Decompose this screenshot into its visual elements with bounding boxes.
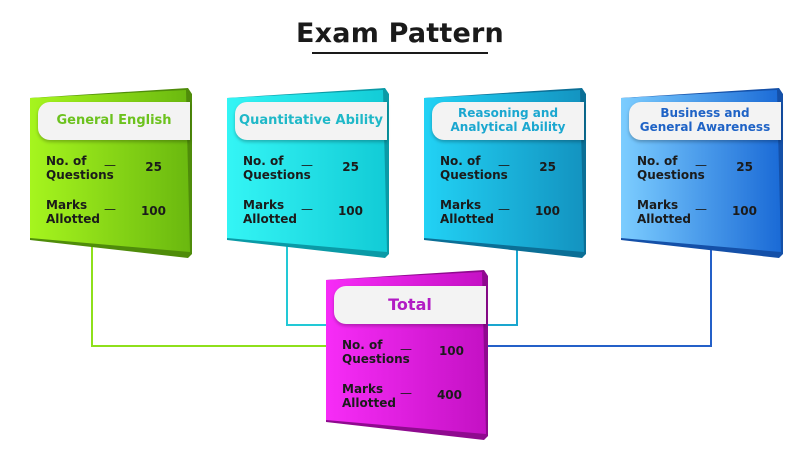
dash: — (498, 202, 510, 216)
marks-value: 100 (337, 204, 363, 218)
dash: — (104, 202, 116, 216)
marks-value: 100 (731, 204, 757, 218)
card-header-total: Total (334, 286, 486, 324)
card-header-business-general-awareness: Business and General Awareness (629, 102, 781, 140)
marks-value: 100 (140, 204, 166, 218)
dash: — (301, 158, 313, 172)
marks-value: 400 (436, 388, 462, 402)
marks-value: 100 (534, 204, 560, 218)
dash: — (400, 386, 412, 400)
section-title-line1: Reasoning and (457, 106, 559, 121)
dash: — (498, 158, 510, 172)
card-header-quantitative-ability: Quantitative Ability (235, 102, 387, 140)
section-title-line2: General Awareness (639, 120, 771, 134)
section-title-line2: Analytical Ability (450, 120, 566, 134)
connector-business (480, 240, 712, 347)
questions-value: 25 (342, 160, 359, 174)
questions-value: 25 (145, 160, 162, 174)
questions-value: 100 (438, 344, 464, 358)
page-title: Exam Pattern (296, 18, 504, 49)
dash: — (301, 202, 313, 216)
section-title: Total (388, 294, 432, 314)
connector-reasoning (480, 240, 518, 326)
dash: — (695, 158, 707, 172)
section-title: Quantitative Ability (239, 112, 383, 128)
connector-general-english (91, 240, 330, 347)
questions-value: 25 (736, 160, 753, 174)
section-title-line1: Business and (660, 106, 750, 121)
section-title: General English (56, 112, 172, 128)
title-underline (312, 52, 488, 54)
questions-value: 25 (539, 160, 556, 174)
dash: — (104, 158, 116, 172)
connector-quantitative (286, 240, 330, 326)
card-header-reasoning-analytical: Reasoning and Analytical Ability (432, 102, 584, 140)
dash: — (695, 202, 707, 216)
dash: — (400, 342, 412, 356)
card-header-general-english: General English (38, 102, 190, 140)
